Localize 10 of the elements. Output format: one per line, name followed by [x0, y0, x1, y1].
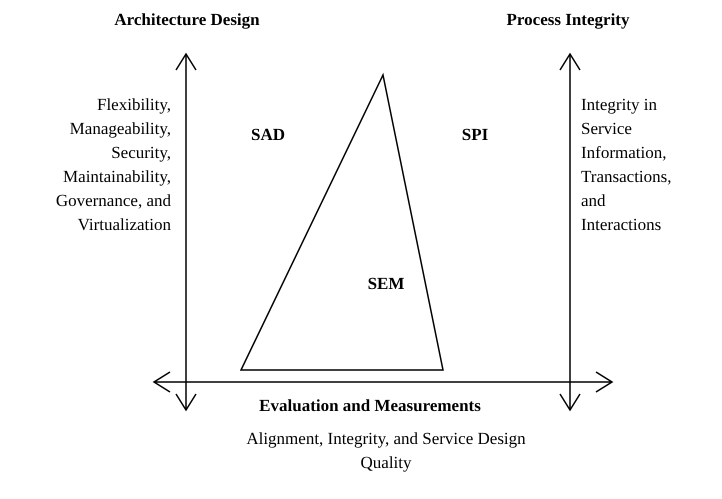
axis-title: Process Integrity	[506, 9, 630, 31]
attribute-list: Flexibility, Manageability, Security, Maintainability, Governance, and Virtualization	[30, 93, 171, 237]
corner-label: SAD	[250, 124, 286, 146]
triangle-shape	[240, 74, 444, 371]
attribute-list: Integrity in Service Information, Transactions, and Interactions	[581, 93, 681, 237]
axis-title: Architecture Design	[113, 9, 261, 31]
axis-title: Evaluation and Measurements	[258, 395, 482, 417]
node-label: SEM	[366, 273, 406, 295]
attribute-list: Alignment, Integrity, and Service Design Quality	[236, 427, 536, 475]
corner-label: SPI	[460, 124, 490, 146]
